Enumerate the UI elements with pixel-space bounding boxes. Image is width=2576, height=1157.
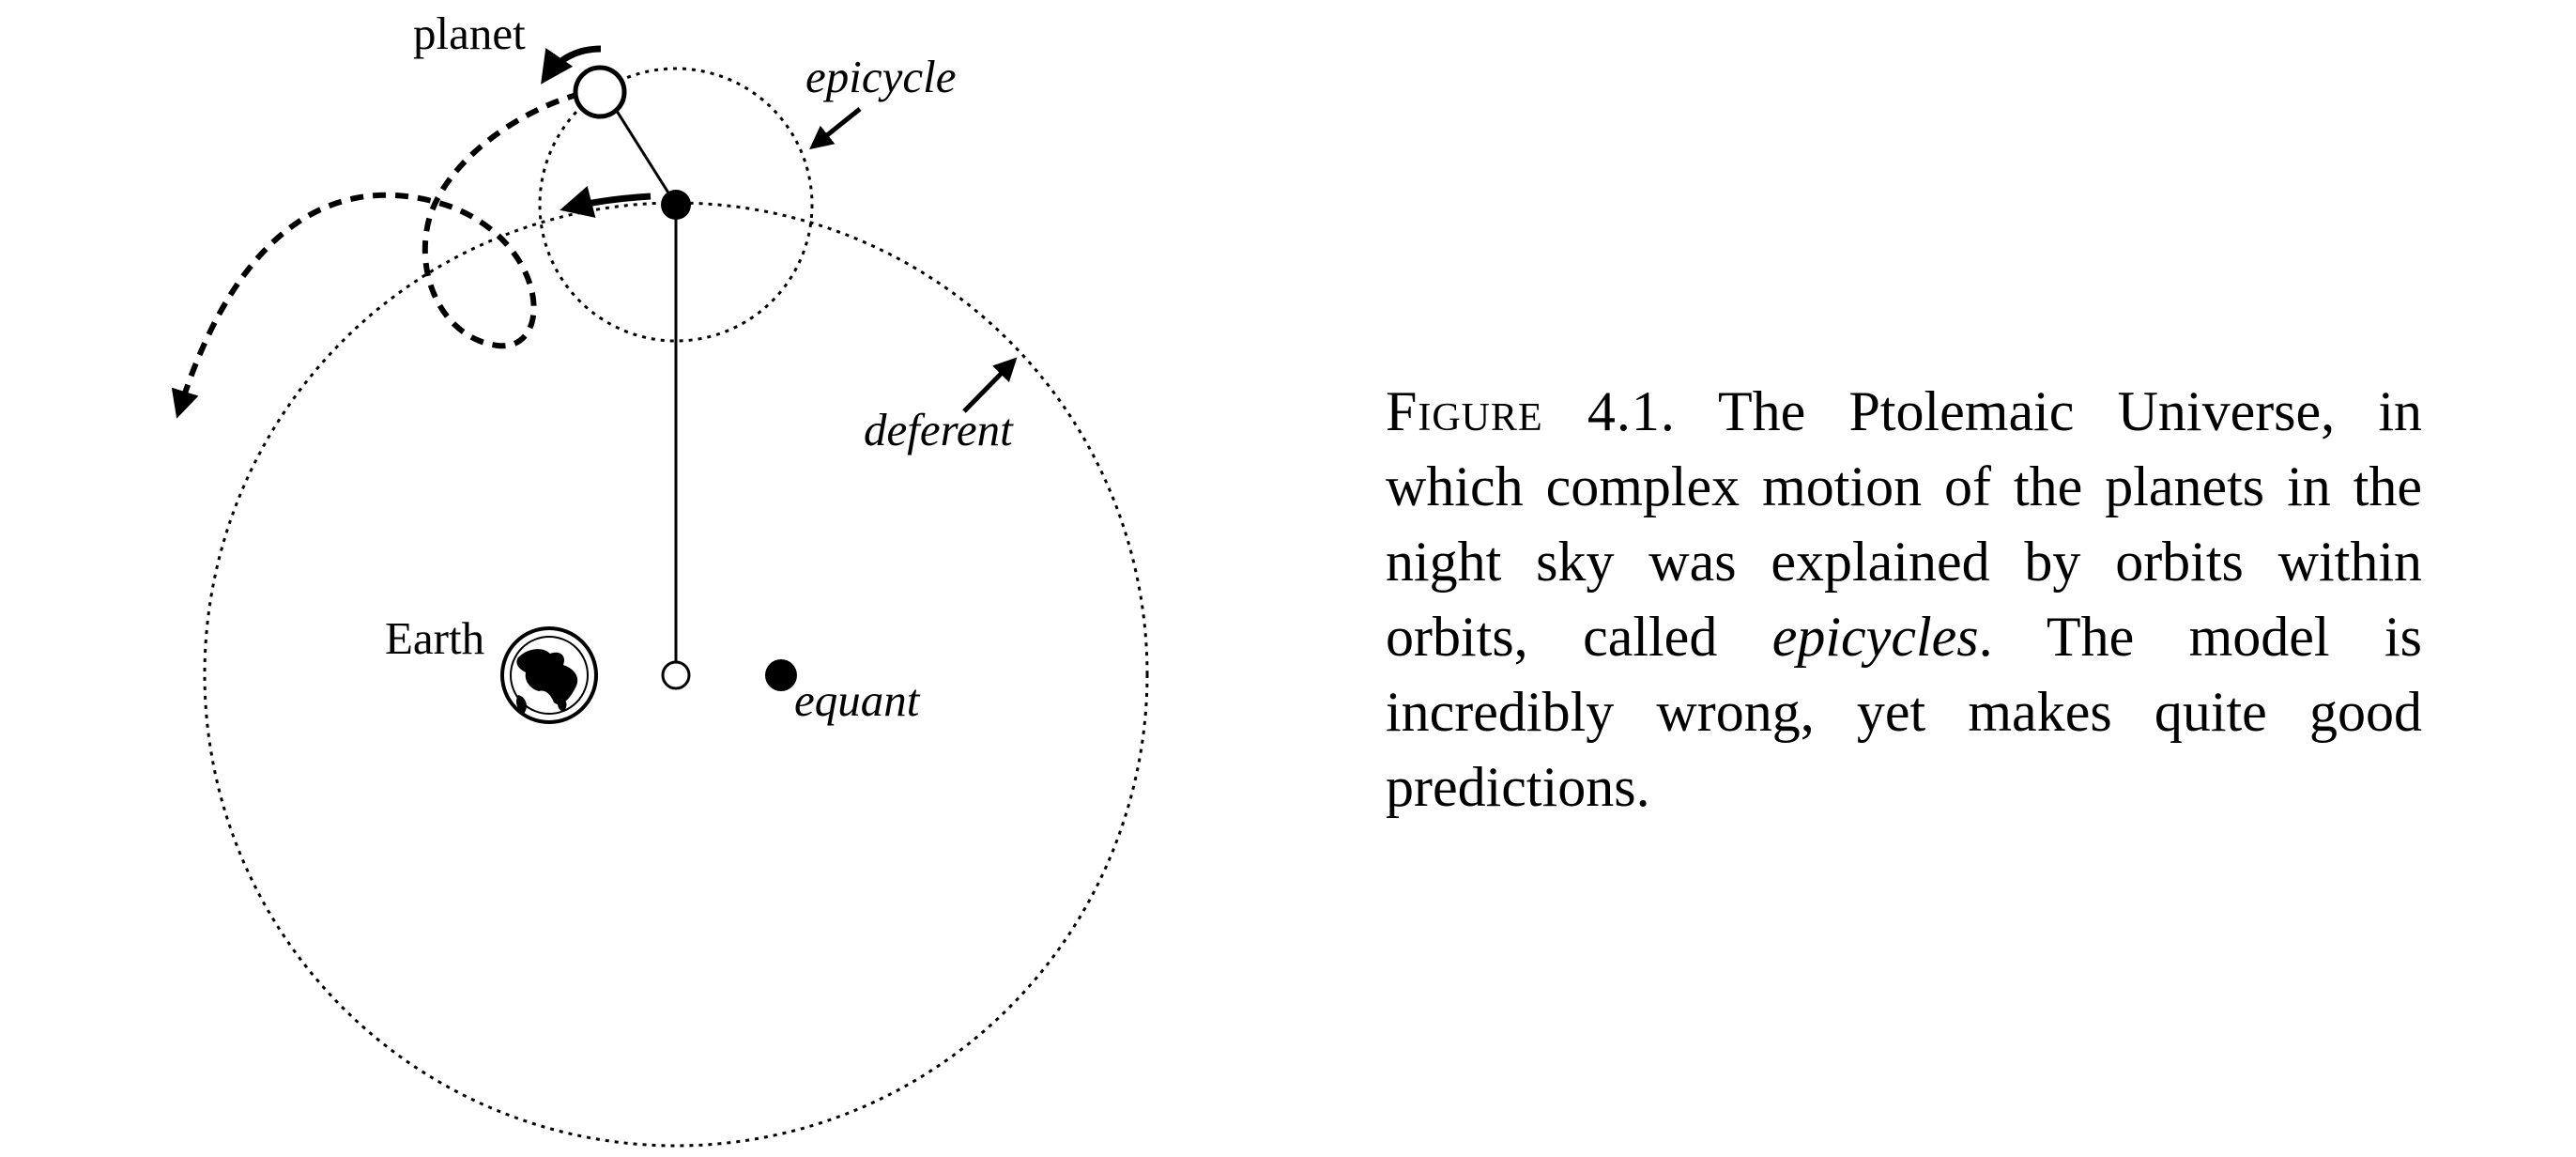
deferent-circle <box>203 201 1149 1148</box>
deferent-pointer-arrow <box>962 357 1018 413</box>
figure-caption: Figure 4.1. The Ptolemaic Universe, in w… <box>1386 374 2422 825</box>
deferent-label: deferent <box>864 404 1014 455</box>
epicycle-arm-line <box>613 107 678 206</box>
earth-globe-icon <box>500 626 598 724</box>
caption-text: The Ptolemaic Universe, in which complex… <box>1386 380 2423 668</box>
planet-rotation-arrow <box>541 45 602 85</box>
caption-text-end: . The model is incredibly wrong, yet mak… <box>1386 606 2423 818</box>
epicycle-circle <box>538 67 814 343</box>
caption-emphasis: epicycles <box>1771 606 1979 668</box>
epicycle-label: epicycle <box>805 51 956 102</box>
deferent-motion-arrow <box>560 186 652 218</box>
planet-label: planet <box>413 8 526 59</box>
figure-number: Figure 4.1. <box>1386 380 1676 442</box>
planet-path <box>171 91 581 419</box>
epicycle-center <box>661 190 691 220</box>
deferent-center <box>661 660 691 690</box>
equant-marker <box>765 659 797 691</box>
planet-marker <box>573 65 627 119</box>
equant-label: equant <box>794 674 921 726</box>
earth-label: Earth <box>385 612 484 664</box>
epicycle-pointer-arrow <box>809 107 862 150</box>
